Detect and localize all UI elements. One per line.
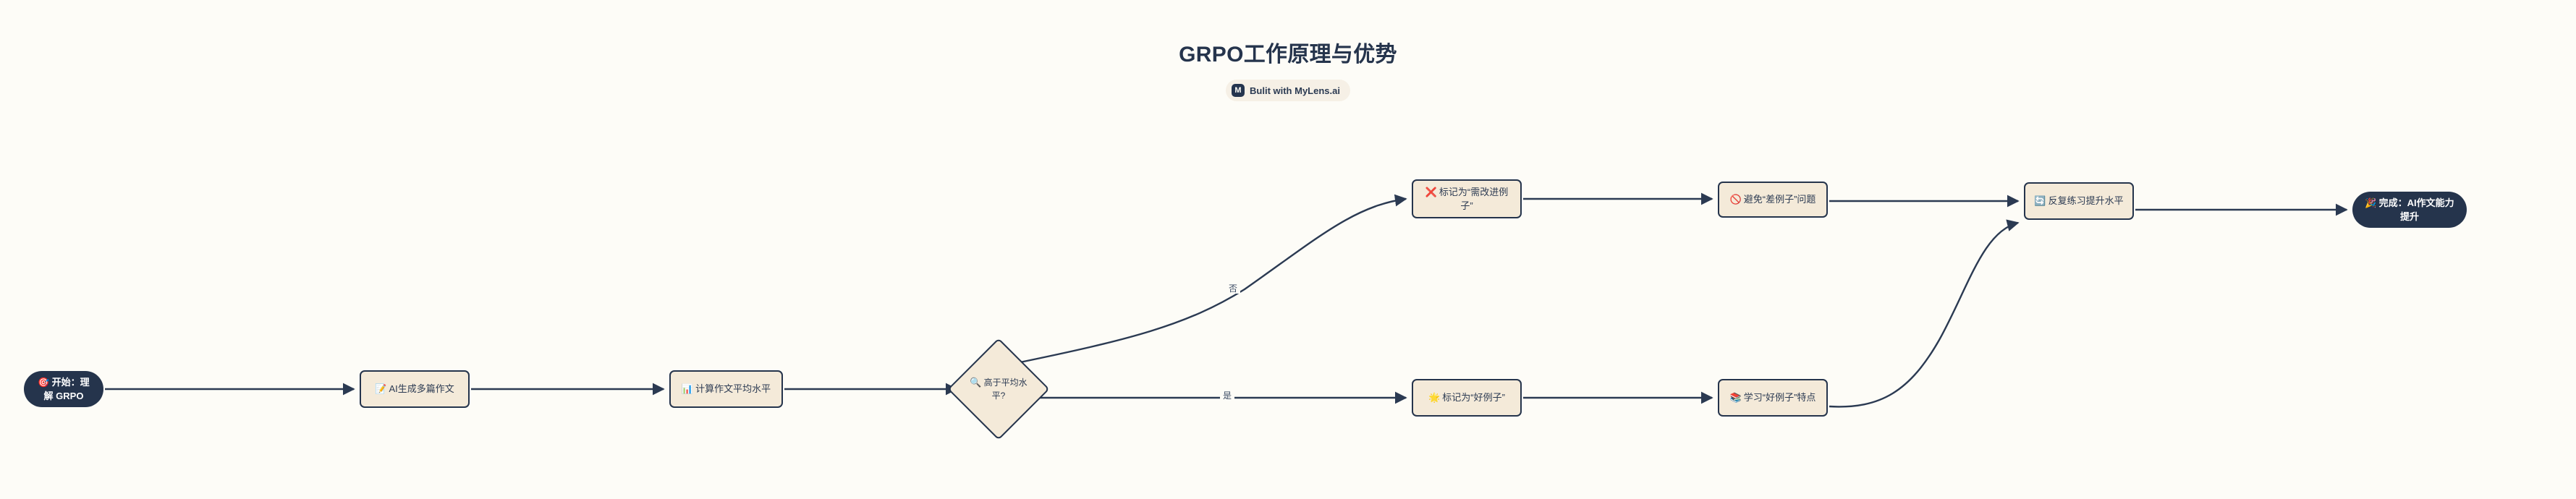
memo-icon: 📝 [375, 383, 387, 395]
party-popper-icon: 🎉 [2365, 197, 2377, 209]
node-compute-average[interactable]: 📊计算作文平均水平 [669, 370, 783, 408]
node-decision-label: 高于平均水平? [983, 378, 1028, 401]
node-mark-good-example[interactable]: 🌟标记为“好例子” [1412, 379, 1522, 417]
node-decision-above-average[interactable]: 🔍高于平均水平? [947, 338, 1050, 440]
node-avoid-bad-examples-label: 避免“差例子”问题 [1743, 193, 1816, 205]
node-decision-above-average-text: 🔍高于平均水平? [962, 353, 1035, 425]
node-mark-needs-improvement-label: 标记为“需改进例子” [1439, 186, 1509, 211]
edge-label-no: 否 [1226, 283, 1241, 294]
node-start[interactable]: 🎯开始：理解 GRPO [24, 371, 103, 407]
built-with-badge[interactable]: M Bulit with MyLens.ai [1226, 80, 1350, 101]
node-generate-essays-label: AI生成多篇作文 [389, 383, 454, 394]
node-end-label: 完成：AI作文能力提升 [2378, 197, 2454, 222]
magnifier-icon: 🔍 [970, 378, 982, 389]
mylens-logo-icon: M [1232, 84, 1245, 97]
node-repeat-practice-label: 反复练习提升水平 [2048, 195, 2124, 206]
node-mark-good-example-label: 标记为“好例子” [1442, 391, 1505, 403]
node-mark-needs-improvement[interactable]: ❌标记为“需改进例子” [1412, 179, 1522, 218]
prohibited-icon: 🚫 [1729, 194, 1742, 205]
edge-decision-no [1012, 194, 1407, 365]
repeat-icon: 🔄 [2034, 195, 2046, 207]
node-compute-average-label: 计算作文平均水平 [695, 383, 771, 394]
node-start-label: 开始：理解 GRPO [43, 376, 90, 401]
node-learn-good-traits-label: 学习“好例子”特点 [1743, 391, 1816, 403]
glowing-star-icon: 🌟 [1428, 392, 1441, 404]
built-with-badge-label: Bulit with MyLens.ai [1250, 85, 1340, 96]
edge-label-yes: 是 [1220, 391, 1235, 401]
node-end[interactable]: 🎉完成：AI作文能力提升 [2352, 192, 2467, 228]
node-avoid-bad-examples[interactable]: 🚫避免“差例子”问题 [1718, 182, 1828, 218]
bar-chart-icon: 📊 [681, 383, 694, 395]
books-icon: 📚 [1729, 392, 1742, 404]
node-generate-essays[interactable]: 📝AI生成多篇作文 [360, 370, 470, 408]
edge-learn-to-practice [1829, 219, 2020, 408]
target-icon: 🎯 [38, 377, 50, 388]
cross-mark-icon: ❌ [1425, 187, 1437, 198]
node-repeat-practice[interactable]: 🔄反复练习提升水平 [2024, 182, 2134, 220]
node-learn-good-traits[interactable]: 📚学习“好例子”特点 [1718, 379, 1828, 417]
